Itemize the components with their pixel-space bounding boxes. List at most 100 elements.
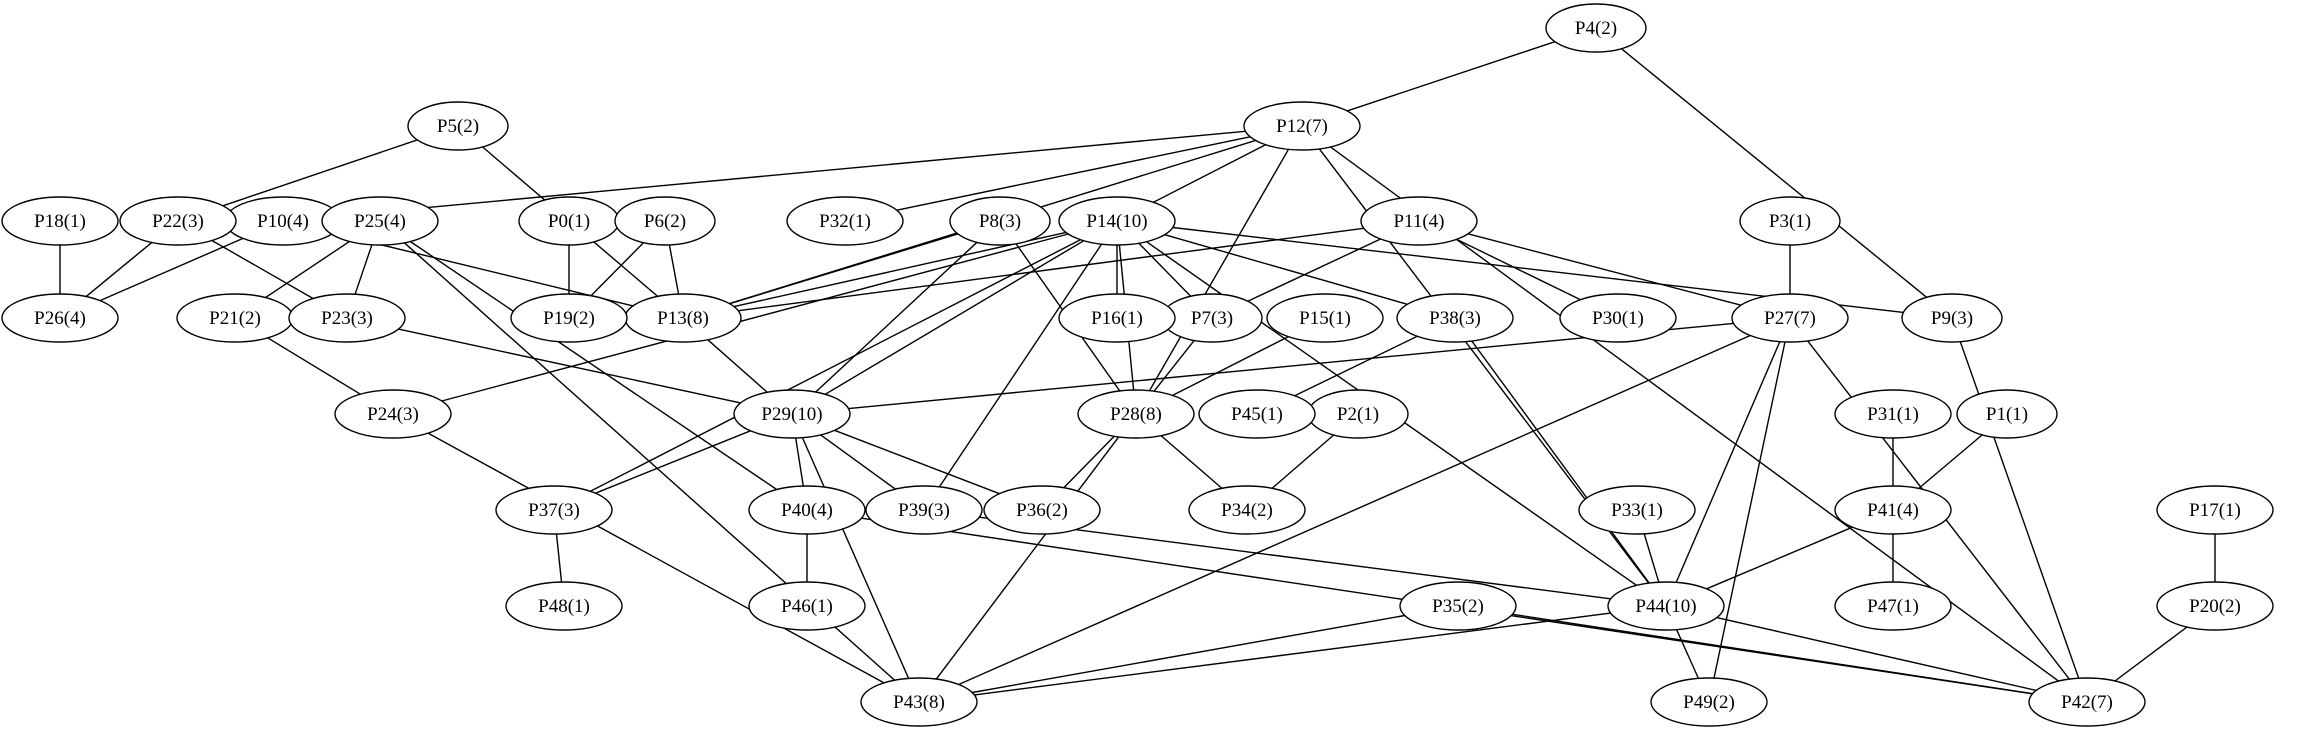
node-label: P36(2) bbox=[1016, 500, 1068, 521]
edge-p29-p40 bbox=[795, 437, 804, 487]
graph-nodes: P0(1)P1(1)P2(1)P3(1)P4(2)P5(2)P6(2)P7(3)… bbox=[1, 3, 2274, 727]
node-p27: P27(7) bbox=[1731, 293, 1849, 343]
node-ellipse bbox=[1731, 293, 1849, 343]
edge-p14-p7 bbox=[1138, 242, 1192, 297]
node-label: P7(3) bbox=[1191, 308, 1233, 329]
node-p9: P9(3) bbox=[1901, 293, 2003, 343]
node-ellipse bbox=[1243, 101, 1361, 151]
edge-p35-p43 bbox=[972, 614, 1405, 694]
edge-p38-p44 bbox=[1471, 340, 1650, 584]
node-label: P13(8) bbox=[657, 308, 709, 329]
node-p13: P13(8) bbox=[624, 293, 742, 343]
node-p4: P4(2) bbox=[1545, 3, 1647, 53]
edge-p22-p23 bbox=[211, 239, 314, 300]
node-label: P17(1) bbox=[2189, 500, 2241, 521]
node-p20: P20(2) bbox=[2156, 581, 2274, 631]
edge-p27-p44 bbox=[1675, 341, 1781, 583]
node-ellipse bbox=[1399, 581, 1517, 631]
node-label: P21(2) bbox=[209, 308, 261, 329]
node-p19: P19(2) bbox=[510, 293, 628, 343]
node-p7: P7(3) bbox=[1161, 293, 1263, 343]
node-p6: P6(2) bbox=[614, 196, 716, 246]
node-ellipse bbox=[288, 293, 406, 343]
edge-p25-p21 bbox=[265, 240, 350, 299]
edge-p11-p30 bbox=[1456, 238, 1581, 301]
node-ellipse bbox=[510, 293, 628, 343]
edge-p22-p26 bbox=[85, 241, 153, 298]
node-p5: P5(2) bbox=[407, 101, 509, 151]
node-label: P28(8) bbox=[1110, 404, 1162, 425]
edge-p10-p26 bbox=[99, 237, 244, 302]
node-label: P47(1) bbox=[1867, 596, 1919, 617]
edge-p29-p37 bbox=[595, 430, 751, 494]
edge-p11-p7 bbox=[1247, 238, 1381, 302]
node-label: P38(3) bbox=[1429, 308, 1481, 329]
node-p24: P24(3) bbox=[334, 389, 452, 439]
node-label: P15(1) bbox=[1299, 308, 1351, 329]
node-ellipse bbox=[495, 485, 613, 535]
node-label: P9(3) bbox=[1931, 308, 1973, 329]
node-label: P5(2) bbox=[437, 116, 479, 137]
node-label: P23(3) bbox=[321, 308, 373, 329]
node-p34: P34(2) bbox=[1188, 485, 1306, 535]
node-p12: P12(7) bbox=[1243, 101, 1361, 151]
edge-p6-p19 bbox=[590, 242, 644, 297]
node-p35: P35(2) bbox=[1399, 581, 1517, 631]
node-p15: P15(1) bbox=[1266, 293, 1384, 343]
node-ellipse bbox=[1545, 3, 1647, 53]
node-p22: P22(3) bbox=[119, 196, 237, 246]
node-p38: P38(3) bbox=[1396, 293, 1514, 343]
node-p26: P26(4) bbox=[1, 293, 119, 343]
node-label: P1(1) bbox=[1986, 404, 2028, 425]
node-p28: P28(8) bbox=[1077, 389, 1195, 439]
node-p47: P47(1) bbox=[1834, 581, 1952, 631]
node-label: P8(3) bbox=[979, 211, 1021, 232]
node-p29: P29(10) bbox=[733, 389, 851, 439]
node-ellipse bbox=[407, 101, 509, 151]
node-ellipse bbox=[1607, 581, 1725, 631]
node-ellipse bbox=[1058, 196, 1176, 246]
edge-p8-p13 bbox=[729, 233, 959, 305]
node-ellipse bbox=[2156, 581, 2274, 631]
node-ellipse bbox=[748, 581, 866, 631]
node-label: P0(1) bbox=[548, 211, 590, 232]
node-p25: P25(4) bbox=[321, 196, 439, 246]
edge-p13-p29 bbox=[707, 339, 768, 393]
node-ellipse bbox=[1956, 389, 2058, 439]
edge-p44-p42 bbox=[1716, 616, 2037, 692]
node-p8: P8(3) bbox=[949, 196, 1051, 246]
node-ellipse bbox=[1396, 293, 1514, 343]
node-ellipse bbox=[1559, 293, 1677, 343]
node-ellipse bbox=[1578, 485, 1696, 535]
node-label: P39(3) bbox=[898, 500, 950, 521]
node-label: P37(3) bbox=[528, 500, 580, 521]
node-ellipse bbox=[2028, 677, 2146, 727]
node-p21: P21(2) bbox=[176, 293, 294, 343]
node-ellipse bbox=[1360, 196, 1478, 246]
node-p41: P41(4) bbox=[1834, 485, 1952, 535]
edge-p29-p36 bbox=[834, 429, 1000, 495]
edge-p29-p43 bbox=[801, 437, 910, 679]
node-label: P26(4) bbox=[34, 308, 86, 329]
edge-p25-p23 bbox=[354, 244, 373, 295]
node-label: P48(1) bbox=[538, 596, 590, 617]
edge-p33-p44 bbox=[1643, 533, 1660, 583]
node-label: P41(4) bbox=[1867, 500, 1919, 521]
edge-p39-p44 bbox=[979, 516, 1611, 600]
edge-p20-p42 bbox=[2114, 626, 2188, 682]
edge-p24-p43 bbox=[427, 432, 885, 684]
node-label: P25(4) bbox=[354, 211, 406, 232]
edge-p27-p49 bbox=[1713, 341, 1786, 679]
node-p40: P40(4) bbox=[748, 485, 866, 535]
edge-p14-p39 bbox=[938, 243, 1103, 488]
node-label: P3(1) bbox=[1769, 211, 1811, 232]
node-ellipse bbox=[1901, 293, 2003, 343]
node-ellipse bbox=[1188, 485, 1306, 535]
node-label: P14(10) bbox=[1086, 211, 1147, 232]
node-ellipse bbox=[505, 581, 623, 631]
edge-p35-p42 bbox=[1512, 613, 2033, 695]
node-p39: P39(3) bbox=[865, 485, 983, 535]
node-ellipse bbox=[614, 196, 716, 246]
node-label: P6(2) bbox=[644, 211, 686, 232]
